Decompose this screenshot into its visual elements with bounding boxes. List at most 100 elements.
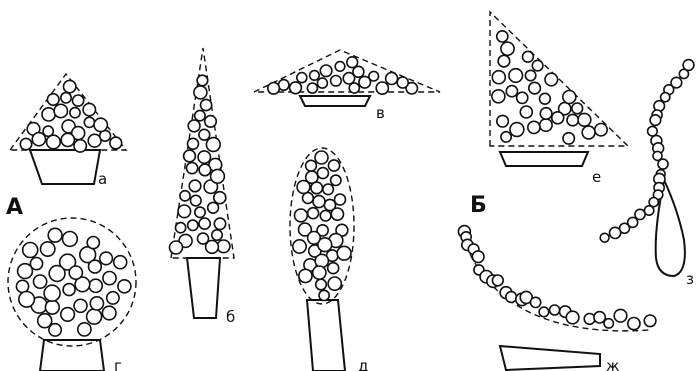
flower-circle <box>195 110 205 120</box>
flower-circle <box>290 82 302 94</box>
flower-circle <box>189 180 201 192</box>
flower-circle <box>118 280 131 293</box>
circles-zh <box>458 226 655 330</box>
flower-circle <box>331 76 342 87</box>
flower-circle <box>307 83 317 93</box>
flower-circle <box>509 69 523 83</box>
flower-circle <box>188 138 199 149</box>
flower-circle <box>299 269 312 282</box>
flower-circle <box>184 150 196 162</box>
flower-circle <box>328 263 339 274</box>
flower-circle <box>297 73 307 83</box>
flower-circle <box>41 242 55 256</box>
flower-circle <box>614 309 627 322</box>
flower-circle <box>313 196 325 208</box>
flower-circle <box>61 93 71 103</box>
flower-circle <box>102 306 116 320</box>
flower-circle <box>563 91 576 104</box>
flower-circle <box>89 260 102 273</box>
flower-circle <box>317 78 327 88</box>
label-a: а <box>98 170 107 188</box>
flower-circle <box>648 126 658 136</box>
flower-circle <box>187 163 198 174</box>
flower-circle <box>316 279 327 290</box>
flower-circle <box>34 275 47 288</box>
flower-circle <box>650 115 661 126</box>
flower-circle <box>320 210 331 221</box>
flower-circle <box>199 164 211 176</box>
flower-circle <box>353 66 364 77</box>
flower-circle <box>658 159 668 169</box>
flower-circle <box>510 123 524 137</box>
flower-circle <box>201 99 212 110</box>
flower-circle <box>661 93 670 102</box>
flower-circle <box>114 256 127 269</box>
flower-circle <box>16 280 28 292</box>
flower-circle <box>563 133 574 144</box>
flower-circle <box>311 182 323 194</box>
flower-circle <box>600 233 609 242</box>
flower-circle <box>199 129 210 140</box>
figure-e: е <box>490 12 628 186</box>
vase-a <box>30 150 100 184</box>
flower-circle <box>206 241 219 254</box>
flower-circle <box>180 191 190 201</box>
flower-circle <box>268 83 280 95</box>
flower-circle <box>19 292 35 308</box>
group-label-a: А <box>6 195 23 220</box>
flower-circle <box>595 124 607 136</box>
flower-circle <box>497 115 509 127</box>
figure-d: д <box>290 148 368 371</box>
flower-circle <box>206 138 220 152</box>
flower-circle <box>306 160 317 171</box>
label-z: з <box>686 270 694 288</box>
flower-circle <box>594 312 605 323</box>
flower-circle <box>212 230 222 240</box>
flower-circle <box>100 252 113 265</box>
flower-circle <box>506 86 517 97</box>
flower-circle <box>42 108 55 121</box>
flower-circle <box>308 232 321 245</box>
vase-d <box>307 300 345 371</box>
vase-b <box>187 258 220 318</box>
flower-circle <box>550 305 560 315</box>
flower-circle <box>572 103 583 114</box>
flower-circle <box>520 106 532 118</box>
flower-circle <box>386 73 398 85</box>
flower-circle <box>376 82 388 94</box>
flower-circle <box>310 71 320 81</box>
flower-circle <box>61 308 75 322</box>
flower-circle <box>295 209 308 222</box>
label-g: г <box>114 357 122 371</box>
flower-circle <box>83 103 95 115</box>
flower-circle <box>328 277 341 290</box>
flower-circle <box>199 218 210 229</box>
label-zh: ж <box>606 357 620 371</box>
flower-circle <box>217 240 230 253</box>
circles-g <box>16 228 130 336</box>
flower-circle <box>303 193 314 204</box>
flower-circle <box>540 108 552 120</box>
flower-circle <box>539 307 549 317</box>
flower-circle <box>566 311 579 324</box>
figure-b: б <box>170 48 236 326</box>
label-e: е <box>592 168 601 186</box>
flower-circle <box>191 195 202 206</box>
flower-circle <box>70 108 80 118</box>
flower-circle <box>89 279 102 292</box>
flower-circle <box>567 114 578 125</box>
flower-circle <box>293 240 306 253</box>
flower-circle <box>20 138 31 149</box>
flower-circle <box>32 133 45 146</box>
flower-circle <box>315 151 328 164</box>
circles-d <box>293 151 351 301</box>
flower-circle <box>176 223 186 233</box>
flower-circle <box>211 169 225 183</box>
flower-circle <box>110 137 122 149</box>
flower-circle <box>61 133 74 146</box>
flower-circle <box>44 285 60 301</box>
vase-v <box>300 96 370 106</box>
circles-e <box>492 31 607 144</box>
circles-z <box>600 60 694 243</box>
flower-circle <box>69 266 82 279</box>
